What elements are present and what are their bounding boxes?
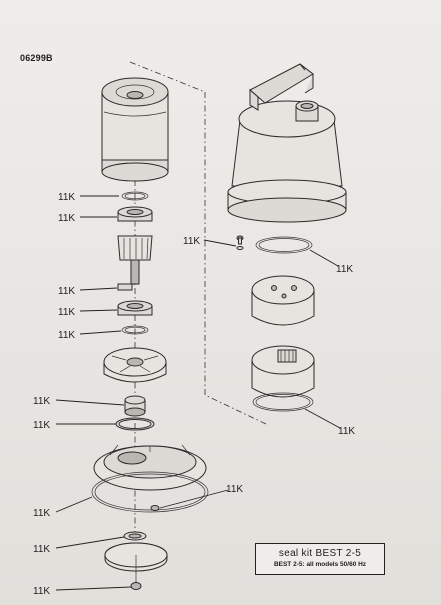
seal-callout-13: 11K xyxy=(33,536,125,555)
screw xyxy=(236,235,244,250)
strainer-plate xyxy=(104,542,168,582)
seal-callout-11: 11K xyxy=(159,484,243,509)
assembly-line-right xyxy=(204,92,269,426)
seal-callout-12: 11K xyxy=(33,496,93,519)
bearing-housing xyxy=(103,347,167,383)
seal-callout-1: 11K xyxy=(58,192,119,203)
seal-callout-9: 11K xyxy=(33,420,116,431)
shaft-seal xyxy=(123,531,147,541)
mechanical-seal xyxy=(124,395,146,417)
motor-housing xyxy=(101,77,169,182)
o-ring-bottom xyxy=(252,392,314,412)
bearing-2 xyxy=(117,300,153,316)
svg-text:11K: 11K xyxy=(58,286,75,297)
bearing-1 xyxy=(117,206,153,222)
terminal-block xyxy=(251,345,315,398)
svg-text:11K: 11K xyxy=(33,420,50,431)
shell-flange xyxy=(227,179,347,223)
seal-callout-2: 11K xyxy=(58,213,117,224)
impeller-nut xyxy=(130,582,142,590)
o-ring-small xyxy=(150,505,160,511)
o-ring-flange xyxy=(255,236,313,254)
seal-kit-title-box: seal kit BEST 2-5 BEST 2-5: all models 5… xyxy=(255,543,385,575)
seal-callout-4: 11K xyxy=(309,249,353,275)
svg-text:11K: 11K xyxy=(226,484,243,495)
seal-callout-6: 11K xyxy=(58,307,118,318)
terminal-cap xyxy=(251,275,315,326)
seal-callout-5: 11K xyxy=(58,286,118,297)
svg-text:11K: 11K xyxy=(58,213,75,224)
svg-text:11K: 11K xyxy=(338,426,355,437)
svg-text:11K: 11K xyxy=(336,264,353,275)
svg-text:11K: 11K xyxy=(58,307,75,318)
seal-callout-10: 11K xyxy=(304,408,355,437)
seal-kit-subtitle: BEST 2-5: all models 50/60 Hz xyxy=(273,561,367,568)
seal-callout-14: 11K xyxy=(33,586,132,597)
seal-callout-3: 11K xyxy=(183,236,237,247)
shaft-key xyxy=(117,283,133,291)
snap-ring xyxy=(115,417,155,431)
svg-text:11K: 11K xyxy=(58,192,75,203)
svg-text:11K: 11K xyxy=(33,586,50,597)
svg-text:11K: 11K xyxy=(58,330,75,341)
casing-gasket xyxy=(91,471,209,513)
svg-text:11K: 11K xyxy=(183,236,200,247)
svg-text:11K: 11K xyxy=(33,508,50,519)
svg-text:11K: 11K xyxy=(33,544,50,555)
o-ring-2 xyxy=(121,325,149,335)
seal-kit-title: seal kit BEST 2-5 xyxy=(278,548,362,559)
motor-shell xyxy=(231,63,343,187)
pump-casing xyxy=(93,444,207,491)
svg-text:11K: 11K xyxy=(33,396,50,407)
seal-callout-8: 11K xyxy=(33,396,125,407)
seal-callout-7: 11K xyxy=(58,330,122,341)
rotor xyxy=(117,235,153,285)
o-ring-1 xyxy=(121,191,149,201)
drawing-code: 06299B xyxy=(20,53,53,63)
